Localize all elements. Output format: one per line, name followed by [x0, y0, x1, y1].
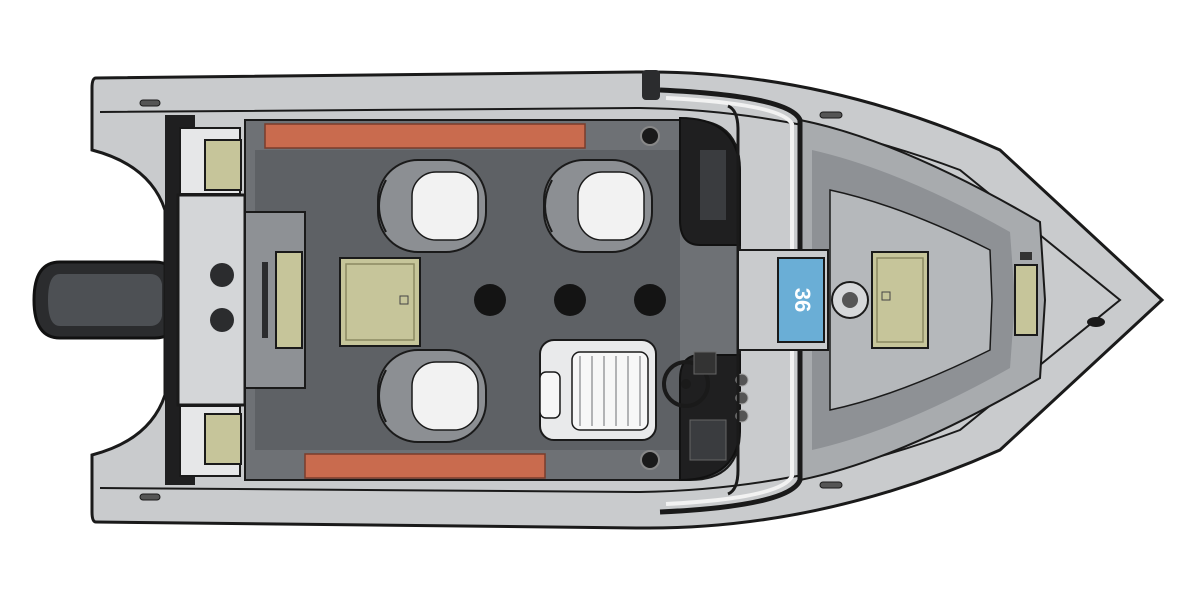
seat-front-port — [543, 159, 653, 253]
seat-base-hole-1 — [474, 284, 506, 316]
drain-plug-1 — [210, 263, 234, 287]
livewell-hatch — [275, 251, 303, 349]
seat-rear-port — [377, 159, 487, 253]
seat-base-hole-3 — [634, 284, 666, 316]
bow-hatch-small — [1014, 264, 1038, 336]
bow-eye — [1087, 317, 1105, 327]
steering-wheel-icon — [662, 360, 710, 408]
helm-console — [640, 351, 749, 482]
captain-chair — [539, 339, 657, 441]
bow-hatch-large — [871, 251, 929, 349]
display-label: 36 — [790, 288, 815, 312]
seat-base-hole-2 — [554, 284, 586, 316]
floor-hatch — [339, 257, 421, 347]
rod-storage-port — [264, 123, 586, 149]
fish-finder-display — [777, 257, 825, 343]
rod-storage-starboard — [304, 453, 546, 479]
antenna-mount — [642, 70, 660, 100]
trolling-motor-mount — [831, 281, 869, 319]
drain-plug-2 — [210, 308, 234, 332]
port-console — [640, 116, 741, 246]
seat-rear-starboard — [377, 349, 487, 443]
cleats — [139, 99, 843, 501]
